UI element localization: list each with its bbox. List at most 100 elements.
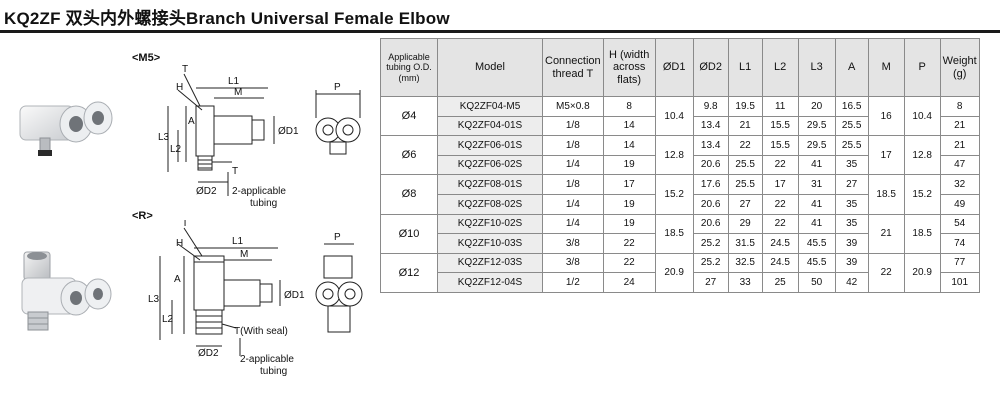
cell-model: KQ2ZF12-03S <box>437 252 543 274</box>
cell-l2: 11 <box>761 96 799 117</box>
cell-thread: 1/2 <box>542 272 604 293</box>
cell-l2: 15.5 <box>761 135 799 156</box>
cell-thread: M5×0.8 <box>542 96 604 117</box>
cell-thread: 1/8 <box>542 115 604 137</box>
cell-thread: 1/8 <box>542 135 604 156</box>
cell-h: 19 <box>602 154 656 176</box>
header-l2: L2 <box>761 38 799 97</box>
header-m: M <box>867 38 905 97</box>
r-label-p: P <box>334 232 341 243</box>
cell-l3: 50 <box>797 272 836 293</box>
header-d1: ØD1 <box>654 38 694 97</box>
cell-l2: 25 <box>761 272 799 293</box>
m5-label-p: P <box>334 82 341 93</box>
cell-m: 17 <box>867 135 905 176</box>
cell-tubing-od: Ø6 <box>380 135 438 176</box>
cell-p: 12.8 <box>903 135 941 176</box>
cell-m: 16 <box>867 95 905 137</box>
cell-d2: 25.2 <box>692 233 729 254</box>
r-label-t-top: T <box>182 220 188 229</box>
cell-a: 35 <box>834 154 869 176</box>
dimension-drawing-r: T H L1 M A L3 L2 ØD1 ØD2 T(With seal) 2-… <box>148 220 363 377</box>
cell-thread: 1/8 <box>542 174 604 195</box>
cell-model: KQ2ZF10-03S <box>437 233 543 254</box>
cell-l2: 24.5 <box>761 233 799 254</box>
r-label-a: A <box>174 274 181 285</box>
cell-model: KQ2ZF12-04S <box>437 272 543 293</box>
m5-label-m: M <box>234 87 242 98</box>
cell-d2: 9.8 <box>692 96 729 117</box>
cell-d1: 20.9 <box>654 252 694 293</box>
cell-model: KQ2ZF06-02S <box>437 154 543 176</box>
cell-l3: 20 <box>797 96 836 117</box>
cell-l1: 33 <box>727 272 763 293</box>
header-d2: ØD2 <box>692 38 729 97</box>
cell-l3: 41 <box>797 154 836 176</box>
cell-l2: 24.5 <box>761 252 799 274</box>
cell-weight: 21 <box>939 135 980 156</box>
header-l1: L1 <box>727 38 763 97</box>
r-label-t-seal: T(With seal) <box>234 326 288 337</box>
cell-d1: 12.8 <box>654 135 694 176</box>
cell-thread: 3/8 <box>542 233 604 254</box>
cell-weight: 77 <box>939 252 980 274</box>
section-label-r: <R> <box>132 210 153 222</box>
cell-p: 10.4 <box>903 95 941 137</box>
cell-h: 22 <box>602 233 656 254</box>
section-label-m5: <M5> <box>132 52 161 64</box>
cell-model: KQ2ZF06-01S <box>437 135 543 156</box>
header-l3: L3 <box>797 38 836 97</box>
cell-weight: 21 <box>939 115 980 137</box>
r-label-d2: ØD2 <box>198 348 219 359</box>
m5-label-a: A <box>188 116 195 127</box>
cell-l2: 15.5 <box>761 115 799 137</box>
cell-weight: 8 <box>939 96 980 117</box>
cell-a: 35 <box>834 193 869 215</box>
page-title: KQ2ZF 双头内外螺接头Branch Universal Female Elb… <box>4 9 450 28</box>
cell-h: 22 <box>602 252 656 274</box>
cell-a: 25.5 <box>834 115 869 137</box>
cell-l1: 29 <box>727 213 763 235</box>
cell-thread: 3/8 <box>542 252 604 274</box>
cell-l3: 29.5 <box>797 115 836 137</box>
cell-l1: 22 <box>727 135 763 156</box>
m5-label-l1: L1 <box>228 76 240 87</box>
cell-a: 16.5 <box>834 96 869 117</box>
cell-tubing-od: Ø12 <box>380 252 438 293</box>
header-weight: Weight (g) <box>939 38 980 97</box>
cell-l1: 25.5 <box>727 174 763 195</box>
cell-h: 17 <box>602 174 656 195</box>
header-connection-thread: Connection thread T <box>542 38 604 97</box>
cell-l1: 32.5 <box>727 252 763 274</box>
cell-l3: 41 <box>797 213 836 235</box>
cell-a: 39 <box>834 233 869 254</box>
cell-d1: 15.2 <box>654 174 694 215</box>
cell-a: 27 <box>834 174 869 195</box>
dimension-drawing-m5: T H L1 M A L3 L2 ØD1 ØD2 T 2-applicable … <box>158 64 361 209</box>
cell-weight: 101 <box>939 272 980 293</box>
cell-a: 25.5 <box>834 135 869 156</box>
cell-m: 18.5 <box>867 174 905 215</box>
cell-p: 15.2 <box>903 174 941 215</box>
cell-l1: 25.5 <box>727 154 763 176</box>
r-label-tubing-2: tubing <box>260 366 287 377</box>
cell-h: 24 <box>602 272 656 293</box>
cell-model: KQ2ZF08-02S <box>437 193 543 215</box>
cell-d2: 13.4 <box>692 115 729 137</box>
cell-h: 14 <box>602 115 656 137</box>
cell-l1: 31.5 <box>727 233 763 254</box>
product-photo-r <box>21 251 112 331</box>
cell-l1: 19.5 <box>727 96 763 117</box>
r-label-l3: L3 <box>148 294 160 305</box>
cell-thread: 1/4 <box>542 213 604 235</box>
r-label-l2: L2 <box>162 314 174 325</box>
cell-d2: 17.6 <box>692 174 729 195</box>
m5-label-h: H <box>176 82 183 93</box>
